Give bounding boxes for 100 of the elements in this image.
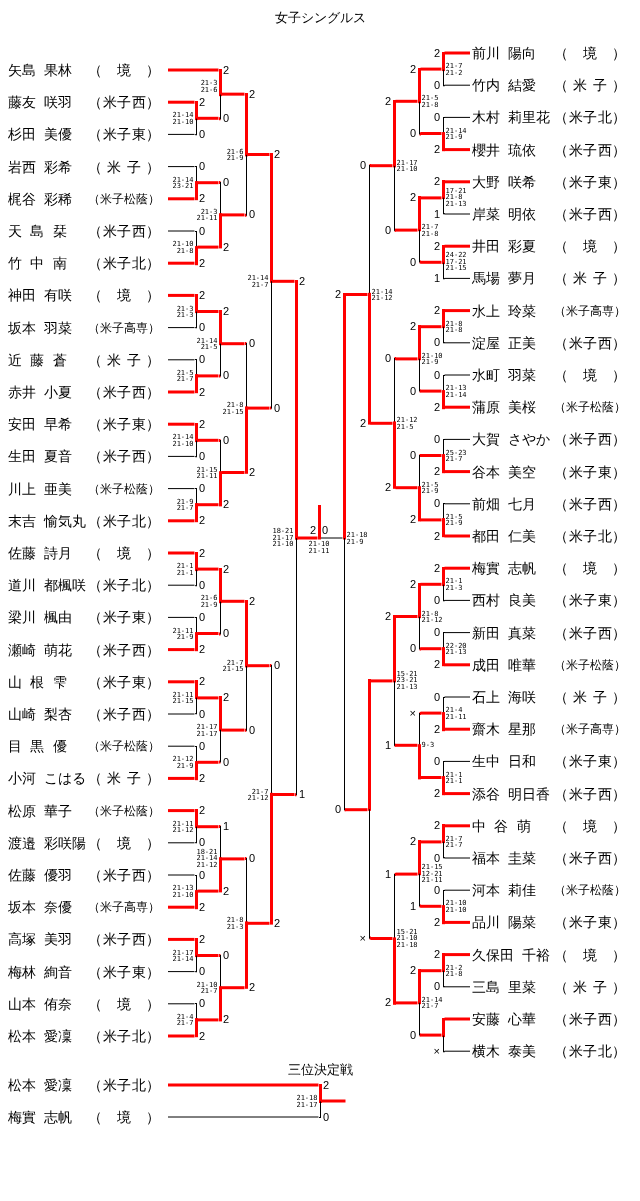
player-name: 山崎 梨杏 [8, 705, 73, 724]
bracket-line [444, 84, 471, 86]
game-count: 0 [274, 403, 281, 413]
game-count: × [433, 1046, 440, 1056]
bracket-line [167, 327, 195, 329]
junction-line [218, 310, 222, 378]
game-count: 1 [433, 273, 440, 283]
junction-line [194, 937, 198, 974]
game-count: 2 [323, 1080, 330, 1090]
bracket-line [197, 1018, 219, 1022]
junction-line [417, 582, 421, 651]
game-count: 0 [433, 499, 440, 509]
bracket-line [197, 954, 219, 957]
game-count: 2 [359, 418, 366, 428]
player-name: 水町 羽菜 [472, 366, 537, 385]
bracket-line [197, 245, 219, 249]
game-count: 2 [199, 645, 206, 655]
school-name: （米子松蔭） [554, 656, 626, 674]
game-count: 2 [409, 837, 416, 847]
game-count: 0 [323, 1112, 330, 1122]
game-count: 0 [409, 129, 416, 138]
player-name: 前畑 七月 [472, 494, 537, 514]
game-count: 2 [199, 97, 206, 107]
school-name: （ 境 ） [88, 544, 160, 563]
player-name: 岸菜 明依 [472, 205, 537, 224]
school-name: （米子西） [554, 494, 626, 514]
junction-line [417, 711, 421, 779]
bracket-line [420, 776, 442, 779]
bracket-line [221, 857, 245, 861]
bracket-line [444, 213, 471, 215]
bracket-line [444, 438, 471, 440]
game-count: 0 [223, 757, 230, 767]
school-name: （米子西） [88, 447, 160, 467]
bracket-line [444, 374, 471, 376]
junction-line [194, 165, 198, 201]
school-name: （米子高専） [88, 319, 160, 337]
game-count: 0 [223, 113, 230, 123]
player-name: 安藤 心華 [472, 1010, 537, 1029]
bracket-line [197, 632, 219, 635]
player-name: 前川 陽向 [472, 44, 537, 63]
school-name: （ 境 ） [88, 833, 160, 853]
game-count: 2 [199, 548, 206, 558]
bracket-line [370, 679, 393, 683]
game-count: 0 [409, 644, 416, 654]
game-count: 2 [409, 966, 416, 976]
bracket-line [444, 244, 470, 248]
bracket-line [444, 824, 470, 828]
game-count: 2 [433, 917, 440, 927]
school-name: （米子北） [88, 1076, 160, 1095]
game-count: × [409, 708, 416, 718]
game-count: 2 [433, 789, 440, 799]
game-count: 0 [199, 580, 206, 590]
player-name: 小河 こはる [8, 769, 87, 789]
school-name: （ 境 ） [554, 816, 626, 836]
bracket-line [272, 279, 295, 283]
bracket-line [444, 1050, 471, 1052]
game-count: 2 [433, 145, 440, 155]
bracket-line [168, 422, 195, 426]
bracket-line [444, 148, 470, 152]
game-count: 0 [433, 628, 440, 638]
school-name: （米子松蔭） [88, 190, 160, 208]
school-name: （ 米 子 ） [554, 269, 626, 289]
game-count: 0 [433, 853, 440, 863]
game-count: 1 [384, 740, 391, 750]
player-name: 佐藤 優羽 [8, 866, 73, 885]
bracket-line [444, 116, 471, 118]
bracket-line [221, 213, 245, 217]
bracket-line [444, 792, 470, 796]
player-name: 藤友 咲羽 [8, 93, 73, 113]
junction-line [194, 229, 198, 265]
game-count: 0 [199, 323, 206, 333]
junction-line [194, 1002, 198, 1038]
school-name: （ 米 子 ） [88, 157, 160, 177]
bracket-line [444, 953, 470, 957]
game-count: 0 [409, 386, 416, 396]
bracket-line [420, 1033, 442, 1037]
school-name: （米子西） [88, 866, 160, 885]
player-name: 石上 海咲 [472, 688, 537, 707]
player-name: 中 谷 萌 [472, 816, 531, 836]
bracket-line [221, 986, 245, 990]
game-count: 0 [433, 434, 440, 444]
junction-line [441, 502, 445, 538]
bracket-line [167, 616, 195, 618]
bracket-line [420, 454, 442, 457]
school-name: （ 境 ） [88, 286, 160, 306]
junction-line [441, 953, 445, 989]
school-name: （米子西） [554, 333, 626, 353]
bracket-line [168, 680, 195, 684]
bracket-line [221, 342, 245, 346]
game-count: 0 [199, 709, 206, 719]
school-name: （米子東） [88, 125, 160, 145]
bracket-line [167, 1003, 195, 1005]
bracket-line [420, 582, 442, 586]
game-count: 2 [199, 194, 206, 204]
junction-line [367, 679, 371, 940]
game-count: 2 [433, 563, 440, 573]
junction-line [244, 599, 248, 732]
game-count: 0 [249, 210, 256, 220]
game-count: 0 [433, 692, 440, 702]
school-name: （ 境 ） [88, 1108, 160, 1127]
